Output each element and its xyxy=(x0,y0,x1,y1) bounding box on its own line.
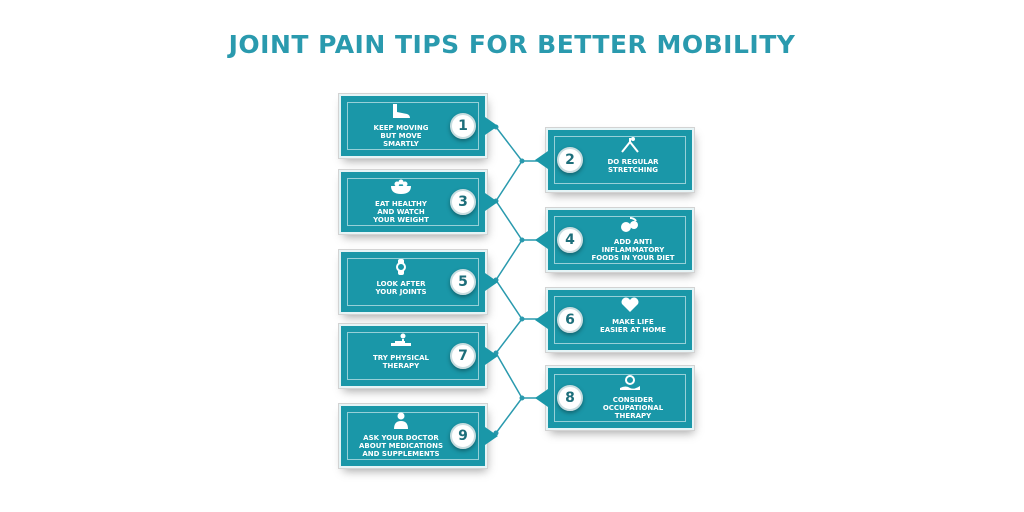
tip-number-badge: 3 xyxy=(450,189,476,215)
tip-label: ADD ANTI INFLAMMATORY FOODS IN YOUR DIET xyxy=(591,238,675,262)
tip-number-badge: 6 xyxy=(557,307,583,333)
tip-number-badge: 8 xyxy=(557,385,583,411)
yoga-stretch-icon xyxy=(618,136,642,154)
tip-card-4: ADD ANTI INFLAMMATORY FOODS IN YOUR DIET… xyxy=(535,210,692,270)
tip-label: CONSIDER OCCUPATIONAL THERAPY xyxy=(602,396,664,420)
tip-card-1: KEEP MOVING BUT MOVE SMARTLY 1 xyxy=(341,96,498,156)
tip-number-badge: 1 xyxy=(450,113,476,139)
massage-therapy-icon xyxy=(389,332,413,350)
tip-number-badge: 5 xyxy=(450,269,476,295)
tip-label: ASK YOUR DOCTOR ABOUT MEDICATIONS AND SU… xyxy=(358,434,443,458)
tip-card-5: LOOK AFTER YOUR JOINTS 5 xyxy=(341,252,498,312)
tip-number-badge: 9 xyxy=(450,423,476,449)
page-title: JOINT PAIN TIPS FOR BETTER MOBILITY xyxy=(228,30,796,59)
tip-label: KEEP MOVING BUT MOVE SMARTLY xyxy=(373,124,429,148)
tip-card-8: CONSIDER OCCUPATIONAL THERAPY 8 xyxy=(535,368,692,428)
tip-label: TRY PHYSICAL THERAPY xyxy=(372,354,429,370)
knee-joint-icon xyxy=(389,258,413,276)
tip-card-7: TRY PHYSICAL THERAPY 7 xyxy=(341,326,498,386)
tip-number-badge: 2 xyxy=(557,147,583,173)
tip-label: EAT HEALTHY AND WATCH YOUR WEIGHT xyxy=(373,200,429,224)
tip-label: DO REGULAR STRETCHING xyxy=(607,158,659,174)
tip-card-9: ASK YOUR DOCTOR ABOUT MEDICATIONS AND SU… xyxy=(341,406,498,466)
tip-number-badge: 4 xyxy=(557,227,583,253)
tip-card-6: MAKE LIFE EASIER AT HOME 6 xyxy=(535,290,692,350)
tip-card-3: EAT HEALTHY AND WATCH YOUR WEIGHT 3 xyxy=(341,172,498,232)
salad-bowl-icon xyxy=(389,178,413,196)
doctor-icon xyxy=(389,412,413,430)
tip-label: MAKE LIFE EASIER AT HOME xyxy=(599,318,667,334)
tip-card-2: DO REGULAR STRETCHING 2 xyxy=(535,130,692,190)
tip-label: LOOK AFTER YOUR JOINTS xyxy=(375,280,427,296)
berries-icon xyxy=(618,216,642,234)
heart-hand-icon xyxy=(618,296,642,314)
tip-number-badge: 7 xyxy=(450,343,476,369)
care-hand-icon xyxy=(618,374,642,392)
foot-icon xyxy=(389,102,413,120)
